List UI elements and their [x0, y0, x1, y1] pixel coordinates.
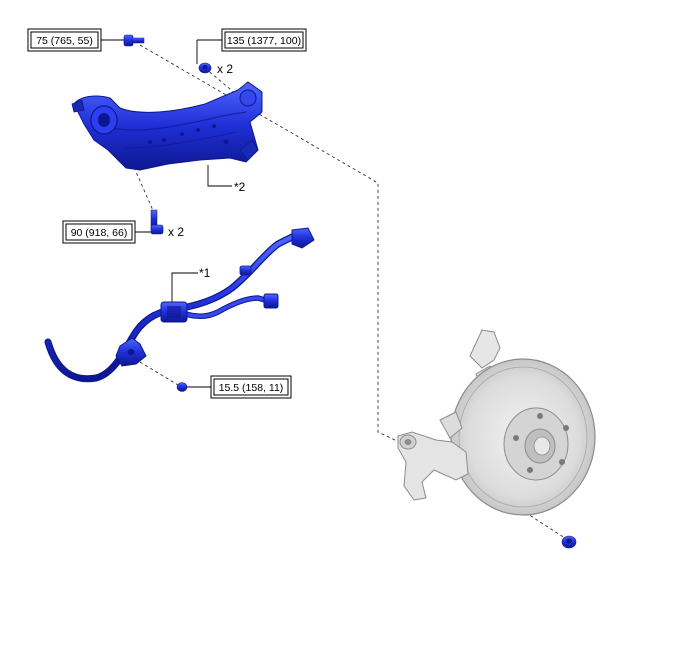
control-arm — [71, 81, 263, 171]
leader-nut-to-arm — [204, 67, 244, 101]
hub-nut — [561, 535, 577, 549]
torque-spec-2: 135 (1377, 100) — [221, 28, 307, 52]
callout-harness: *1 — [199, 266, 211, 280]
arm-bolt — [123, 34, 145, 47]
torque-spec-2-text: 135 (1377, 100) — [227, 35, 301, 47]
harness-clip-center — [160, 301, 188, 323]
qty-lower-bolts: x 2 — [168, 225, 184, 239]
label-leaders — [101, 39, 232, 388]
sensor-bracket — [115, 337, 147, 367]
torque-spec-4-text: 15.5 (158, 11) — [219, 382, 284, 394]
sensor-bolt — [176, 382, 188, 392]
torque-spec-3: 90 (918, 66) — [62, 220, 136, 244]
torque-spec-1-text: 75 (765, 55) — [36, 35, 93, 47]
harness-clip-right — [263, 293, 279, 309]
knuckle-assembly — [397, 329, 596, 516]
torque-spec-4: 15.5 (158, 11) — [210, 375, 292, 399]
callout-arm: *2 — [234, 180, 246, 194]
qty-knuckle-nut: x 2 — [217, 62, 233, 76]
lower-bolt — [150, 209, 164, 235]
leader-sensor-to-bolt — [139, 361, 184, 389]
harness-connector — [291, 227, 315, 249]
leader-callout2 — [207, 165, 232, 187]
torque-spec-3-text: 90 (918, 66) — [71, 227, 128, 239]
torque-spec-1: 75 (765, 55) — [27, 28, 102, 52]
leader-callout1 — [171, 272, 198, 302]
harness-clip-upper — [239, 265, 252, 276]
knuckle-nut — [198, 62, 212, 74]
